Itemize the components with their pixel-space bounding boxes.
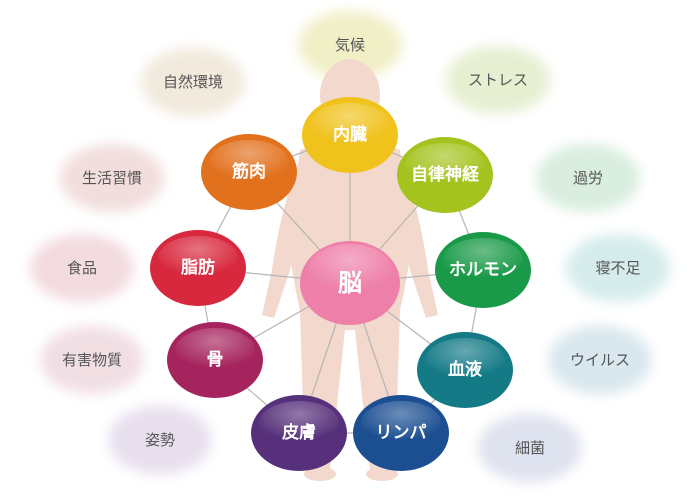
factor-yuugai: 有害物質 (40, 326, 144, 394)
organ-node-naizou: 内臓 (302, 97, 398, 173)
factor-bubble (141, 48, 245, 116)
factor-bubble (30, 234, 134, 302)
organ-node-lymph: リンパ (353, 395, 449, 471)
factor-label: 気候 (335, 36, 365, 54)
factor-kikou: 気候 (298, 11, 402, 79)
factor-shokuhin: 食品 (30, 234, 134, 302)
factor-label: 細菌 (515, 439, 545, 457)
organ-node-label: 骨 (207, 350, 224, 370)
factor-label: ストレス (468, 71, 528, 89)
organ-node-gloss (259, 401, 339, 445)
factor-label: 過労 (573, 169, 603, 187)
organ-node-gloss (158, 236, 238, 280)
factor-bubble (40, 326, 144, 394)
factor-bubble (566, 234, 670, 302)
organ-node-gloss (405, 143, 485, 187)
organ-node-label: 内臓 (333, 124, 367, 145)
organ-node-gloss (310, 103, 390, 147)
organ-node-label: 皮膚 (282, 422, 316, 443)
organ-node-kinniku: 筋肉 (201, 134, 297, 210)
factor-shizen: 自然環境 (141, 48, 245, 116)
factor-bubble (548, 326, 652, 394)
factor-bubble (60, 144, 164, 212)
organ-node-shibou: 脂肪 (150, 230, 246, 306)
organ-node-jiritsu: 自律神経 (397, 137, 493, 213)
organ-node-label: 血液 (448, 359, 482, 380)
factor-karou: 過労 (536, 144, 640, 212)
factor-stress: ストレス (446, 46, 550, 114)
factor-label: 自然環境 (163, 73, 223, 91)
factor-label: 有害物質 (62, 351, 122, 369)
factor-shisei: 姿勢 (108, 406, 212, 474)
factor-seikatsu: 生活習慣 (60, 144, 164, 212)
organ-node-gloss (425, 338, 505, 382)
organ-node-label: リンパ (376, 423, 427, 443)
brain-node: 脳 (300, 241, 400, 325)
factor-label: ウイルス (570, 351, 630, 369)
organ-node-ketsueki: 血液 (417, 332, 513, 408)
organ-node-gloss (209, 140, 289, 184)
factor-bubble (536, 144, 640, 212)
organ-node-hone: 骨 (167, 322, 263, 398)
organ-node-label: ホルモン (449, 260, 517, 280)
organ-node-gloss (175, 328, 255, 372)
organ-node-gloss (443, 238, 523, 282)
factor-virus: ウイルス (548, 326, 652, 394)
factor-label: 生活習慣 (82, 169, 142, 187)
factor-label: 寝不足 (595, 259, 640, 277)
factor-nebusoku: 寝不足 (566, 234, 670, 302)
organ-node-hifu: 皮膚 (251, 395, 347, 471)
factor-bubble (108, 406, 212, 474)
factor-saikin: 細菌 (478, 414, 582, 482)
organ-node-hormone: ホルモン (435, 232, 531, 308)
factor-bubble (298, 11, 402, 79)
factor-bubble (478, 414, 582, 482)
organ-node-label: 脂肪 (181, 257, 215, 278)
brain-node-label: 脳 (338, 269, 362, 297)
factor-label: 姿勢 (145, 431, 175, 449)
organ-node-gloss (361, 401, 441, 445)
organ-node-label: 筋肉 (231, 161, 266, 182)
factor-bubble (446, 46, 550, 114)
organ-node-label: 自律神経 (411, 164, 480, 185)
factor-label: 食品 (67, 259, 97, 277)
